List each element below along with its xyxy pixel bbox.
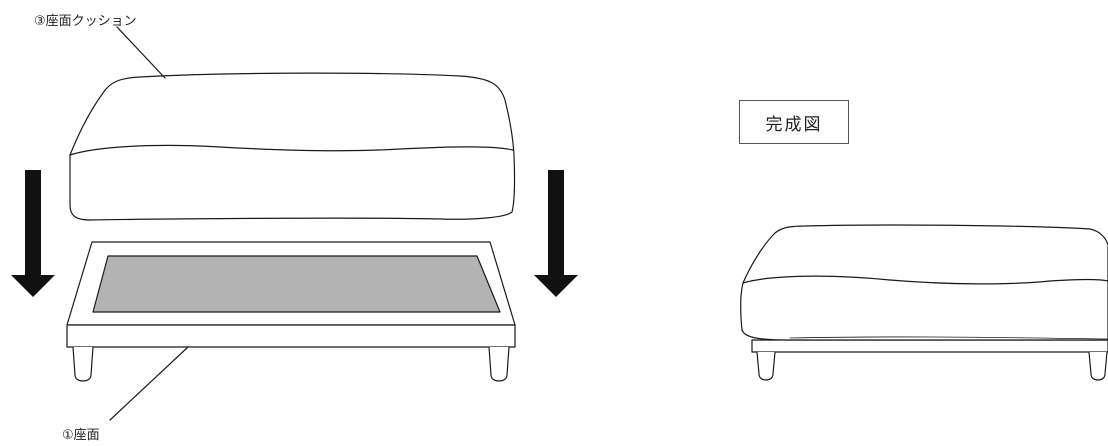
completed-sofa	[740, 224, 1108, 381]
completed-leg-right	[1088, 351, 1108, 381]
seat-panel	[92, 255, 501, 313]
seat-label: ①座面	[62, 428, 100, 443]
seat-cushion	[69, 72, 516, 221]
seat-leader-line	[109, 346, 189, 421]
seat-leg-right	[488, 346, 510, 382]
completed-leg-left	[756, 351, 776, 381]
completed-base	[751, 339, 1108, 353]
down-arrow-left-icon	[11, 170, 55, 297]
cushion-leader-line	[116, 26, 166, 79]
seat-frame	[66, 241, 516, 382]
cushion-label: ③座面クッション	[34, 14, 137, 29]
down-arrow-right-icon	[534, 170, 578, 297]
seat-leg-left	[72, 346, 94, 382]
completed-diagram-title: 完成図	[739, 100, 849, 144]
